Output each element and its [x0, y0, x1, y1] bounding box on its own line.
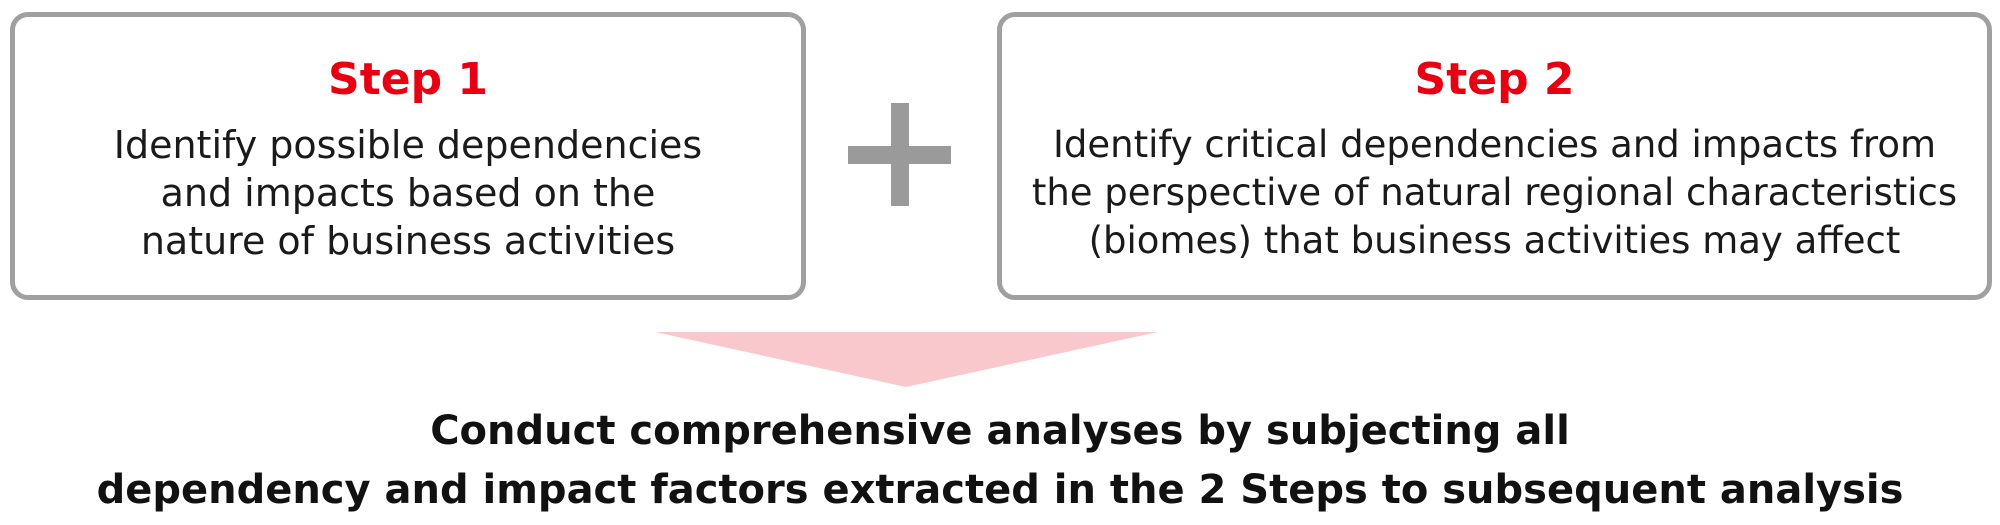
- plus-vertical-bar: [891, 103, 909, 206]
- step-2-title: Step 2: [1414, 54, 1575, 105]
- plus-icon: [848, 103, 951, 206]
- arrow-shape: [655, 332, 1158, 387]
- step-2-box: Step 2 Identify critical dependencies an…: [997, 12, 1992, 300]
- conclusion-text: Conduct comprehensive analyses by subjec…: [96, 408, 1904, 513]
- step-1-box: Step 1 Identify possible dependencies an…: [10, 12, 806, 300]
- step-1-title: Step 1: [328, 54, 488, 105]
- step-1-description: Identify possible dependencies and impac…: [113, 123, 703, 263]
- step-2-description: Identify critical dependencies and impac…: [1031, 123, 1958, 262]
- down-arrow-icon: [655, 332, 1158, 387]
